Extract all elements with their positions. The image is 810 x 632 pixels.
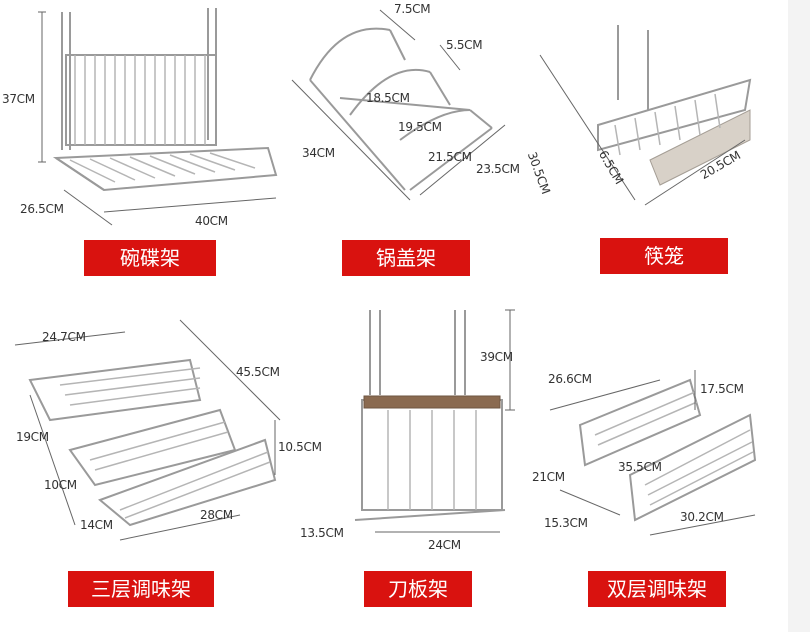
- three-tier-spice-rack-icon: [14, 319, 281, 541]
- dim-depth: 34CM: [302, 146, 335, 160]
- label-knife-board-rack: 刀板架: [364, 571, 472, 607]
- product-dish-rack: 37CM 26.5CM 40CM 碗碟架: [0, 0, 278, 290]
- dim-tier-gap: 10.5CM: [278, 440, 322, 454]
- label-pot-lid-rack: 锅盖架: [342, 240, 470, 276]
- dim-depth-2: 15.3CM: [544, 516, 588, 530]
- label-three-tier-spice-rack: 三层调味架: [68, 571, 214, 607]
- dim-top: 7.5CM: [394, 2, 431, 16]
- dim-width: 23.5CM: [476, 162, 520, 176]
- label-chopstick-holder: 筷笼: [600, 238, 728, 274]
- dim-inner-2: 19.5CM: [398, 120, 442, 134]
- pot-lid-rack-icon: [291, 9, 506, 201]
- two-tier-spice-rack-icon: [549, 370, 757, 536]
- dim-depth: 21CM: [532, 470, 565, 484]
- product-three-tier-spice-rack: 24.7CM 45.5CM 10.5CM 19CM 10CM 14CM 28CM…: [0, 300, 322, 620]
- dim-top-width: 24.7CM: [42, 330, 86, 344]
- dim-top-width: 26.6CM: [548, 372, 592, 386]
- dim-height: 37CM: [2, 92, 35, 106]
- dim-depth: 26.5CM: [20, 202, 64, 216]
- dim-height: 39CM: [480, 350, 513, 364]
- product-pot-lid-rack: 7.5CM 5.5CM 18.5CM 19.5CM 34CM 21.5CM 23…: [280, 0, 540, 290]
- dim-inner-1: 18.5CM: [366, 91, 410, 105]
- dim-width: 28CM: [200, 508, 233, 522]
- dim-width: 40CM: [195, 214, 228, 228]
- dim-depth-2: 10CM: [44, 478, 77, 492]
- dish-rack-icon: [38, 8, 278, 226]
- chopstick-holder-icon: [539, 25, 752, 206]
- dim-inner-3: 21.5CM: [428, 150, 472, 164]
- label-two-tier-spice-rack: 双层调味架: [588, 571, 726, 607]
- dim-depth-1: 19CM: [16, 430, 49, 444]
- label-dish-rack: 碗碟架: [84, 240, 216, 276]
- product-chopstick-holder: 30.5CM 6.5CM 20.5CM 筷笼: [525, 0, 790, 290]
- dim-width: 30.2CM: [680, 510, 724, 524]
- product-knife-board-rack: 39CM 13.5CM 24CM 刀板架: [300, 300, 540, 620]
- dim-height: 17.5CM: [700, 382, 744, 396]
- dim-diagonal: 35.5CM: [618, 460, 662, 474]
- dim-depth: 13.5CM: [300, 526, 344, 540]
- dim-width: 24CM: [428, 538, 461, 552]
- knife-board-rack-icon: [354, 309, 515, 533]
- dim-mid: 5.5CM: [446, 38, 483, 52]
- dim-diagonal: 45.5CM: [236, 365, 280, 379]
- page-edge-strip: [788, 0, 810, 632]
- product-two-tier-spice-rack: 26.6CM 17.5CM 21CM 35.5CM 15.3CM 30.2CM …: [532, 300, 790, 620]
- dim-depth-3: 14CM: [80, 518, 113, 532]
